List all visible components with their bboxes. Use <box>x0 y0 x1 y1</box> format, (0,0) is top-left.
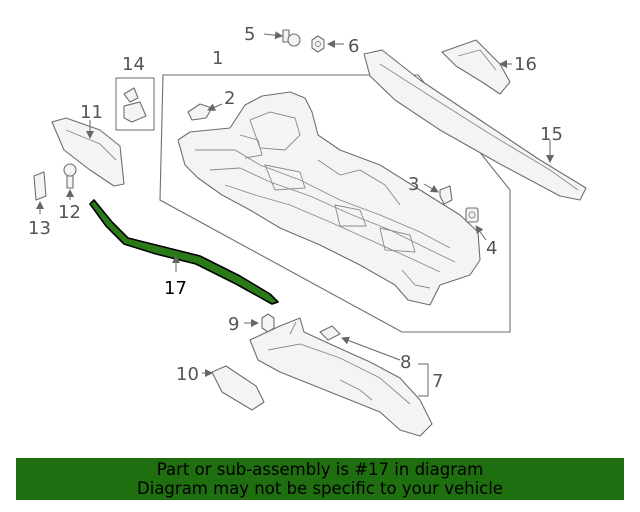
screw-part-12 <box>63 163 77 200</box>
callout-3: 3 <box>408 174 419 195</box>
callout-8: 8 <box>400 352 411 373</box>
clip-part-2 <box>187 103 223 121</box>
callout-4: 4 <box>486 238 497 259</box>
callout-11: 11 <box>80 102 103 123</box>
seal-strip-part-17 <box>89 199 279 305</box>
callout-7: 7 <box>432 371 443 392</box>
bracket-part-16 <box>441 39 512 95</box>
nut-part-9 <box>244 313 275 333</box>
info-banner: Part or sub-assembly is #17 in diagram D… <box>16 458 624 500</box>
callout-16: 16 <box>514 54 537 75</box>
callout-1: 1 <box>212 48 223 69</box>
clip-part-13 <box>33 171 47 214</box>
bracket-part-10 <box>202 365 265 411</box>
clip-part-3 <box>423 183 453 205</box>
lower-bracket-part-7 <box>249 317 433 437</box>
callout-15: 15 <box>540 124 563 145</box>
banner-line-1: Part or sub-assembly is #17 in diagram <box>156 460 484 479</box>
side-panel-part-11 <box>51 117 125 187</box>
callout-17: 17 <box>164 278 187 299</box>
nut-part-4 <box>465 207 487 241</box>
callout-12: 12 <box>58 202 81 223</box>
console-assembly-box <box>159 74 511 333</box>
callout-2: 2 <box>224 88 235 109</box>
callout-14: 14 <box>122 54 145 75</box>
banner-line-2: Diagram may not be specific to your vehi… <box>137 479 503 498</box>
center-console-body <box>177 91 481 306</box>
nut-part-6 <box>311 35 344 53</box>
bolt-part-5 <box>263 29 301 47</box>
trim-panel-part-15 <box>363 49 587 201</box>
clip-part-14 <box>115 77 155 131</box>
callout-13: 13 <box>28 218 51 239</box>
callout-6: 6 <box>348 36 359 57</box>
callout-10: 10 <box>176 364 199 385</box>
callout-5: 5 <box>244 24 255 45</box>
callout-9: 9 <box>228 314 239 335</box>
